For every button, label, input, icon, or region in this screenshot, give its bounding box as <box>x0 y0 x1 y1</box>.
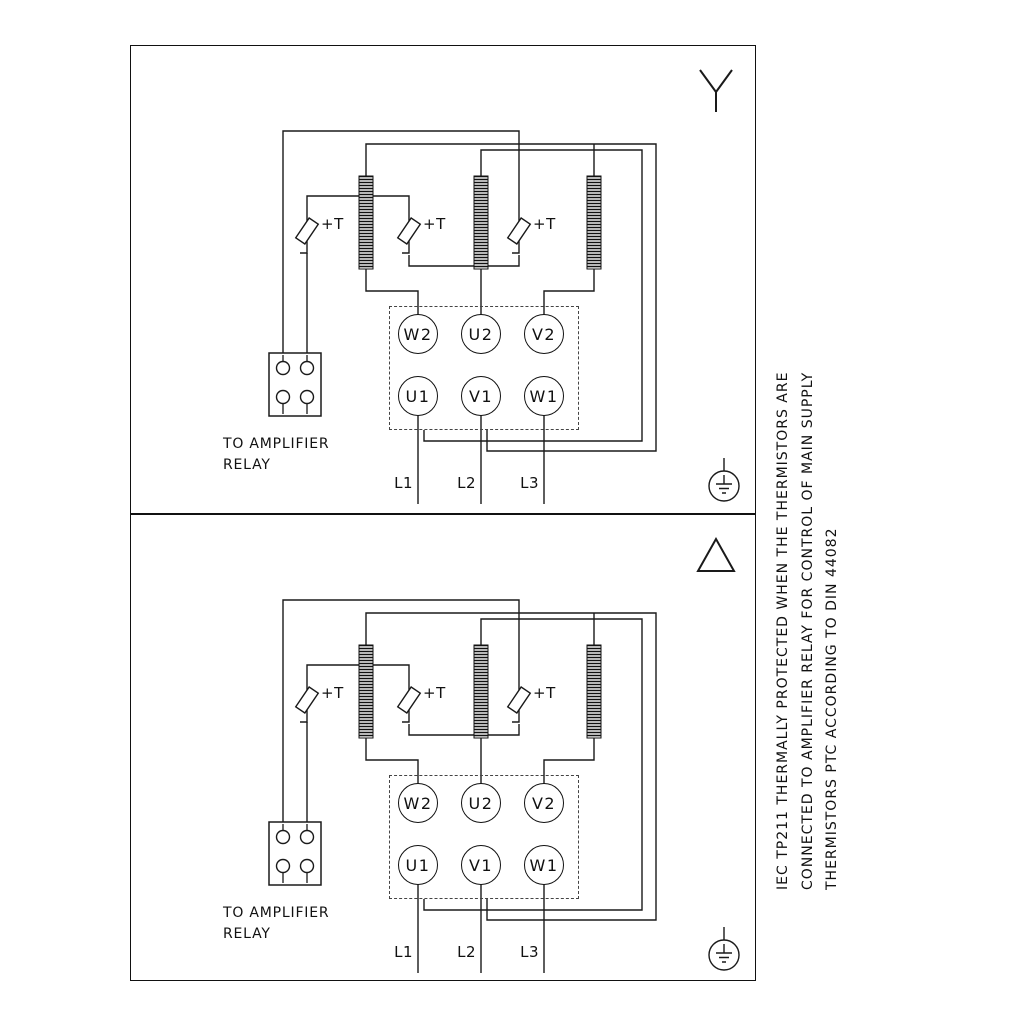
terminal-label: U1 <box>405 855 431 875</box>
terminal-label: U2 <box>468 793 494 813</box>
supply-label-l2: L2 <box>457 943 476 961</box>
terminal-label: W2 <box>403 793 433 813</box>
terminal-v2: V2 <box>524 314 564 354</box>
terminal-v1: V1 <box>461 376 501 416</box>
terminal-label: U2 <box>468 324 494 344</box>
terminal-w1: W1 <box>524 845 564 885</box>
supply-label-l3: L3 <box>520 943 539 961</box>
thermistor-label: +T <box>423 215 446 233</box>
terminal-u2: U2 <box>461 314 501 354</box>
star-connection-icon <box>699 69 733 112</box>
terminal-label: W2 <box>403 324 433 344</box>
amplifier-relay-box <box>268 352 322 417</box>
terminal-label: V2 <box>531 324 557 344</box>
side-note: IEC TP211 THERMALLY PROTECTED WHEN THE T… <box>771 370 845 890</box>
terminal-label: U1 <box>405 386 431 406</box>
thermistor-label: +T <box>533 684 556 702</box>
delta-connection-icon <box>696 536 736 572</box>
terminal-label: W1 <box>529 386 559 406</box>
terminal-w2: W2 <box>398 783 438 823</box>
terminal-u2: U2 <box>461 783 501 823</box>
thermistor-symbols <box>294 207 532 254</box>
relay-note-line: TO AMPLIFIER <box>223 436 330 452</box>
relay-note-line: TO AMPLIFIER <box>223 905 330 921</box>
thermistor-label: +T <box>423 684 446 702</box>
terminal-label: V1 <box>468 855 494 875</box>
motor-windings <box>358 175 602 270</box>
panel-star-connection: W2 U2 V2 U1 V1 W1 +T +T +T TO AMPLIFIER … <box>131 46 754 513</box>
amplifier-relay-box <box>268 821 322 886</box>
drawing-frame: W2 U2 V2 U1 V1 W1 +T +T +T TO AMPLIFIER … <box>130 45 756 981</box>
supply-label-l2: L2 <box>457 474 476 492</box>
panel-divider <box>130 513 755 515</box>
terminal-w2: W2 <box>398 314 438 354</box>
side-note-line: CONNECTED TO AMPLIFIER RELAY FOR CONTROL… <box>799 371 816 890</box>
terminal-label: V2 <box>531 793 557 813</box>
terminal-u1: U1 <box>398 376 438 416</box>
relay-note-line: RELAY <box>223 926 271 942</box>
thermistor-symbols <box>294 676 532 723</box>
side-note-line: THERMISTORS PTC ACCORDING TO DIN 44082 <box>824 527 840 890</box>
panel-delta-connection: W2 U2 V2 U1 V1 W1 +T +T +T TO AMPLIFIER … <box>131 515 754 982</box>
thermistor-label: +T <box>321 215 344 233</box>
terminal-board <box>389 775 579 899</box>
motor-windings <box>358 644 602 739</box>
earth-ground-icon <box>708 458 740 502</box>
thermistor-label: +T <box>533 215 556 233</box>
relay-note-line: RELAY <box>223 457 271 473</box>
supply-label-l1: L1 <box>394 943 413 961</box>
terminal-v1: V1 <box>461 845 501 885</box>
supply-label-l3: L3 <box>520 474 539 492</box>
terminal-w1: W1 <box>524 376 564 416</box>
terminal-label: V1 <box>468 386 494 406</box>
thermistor-label: +T <box>321 684 344 702</box>
supply-label-l1: L1 <box>394 474 413 492</box>
terminal-v2: V2 <box>524 783 564 823</box>
amplifier-relay-note: TO AMPLIFIER RELAY <box>223 903 329 945</box>
wiring-diagram-delta <box>268 536 740 973</box>
amplifier-relay-note: TO AMPLIFIER RELAY <box>223 434 329 476</box>
terminal-u1: U1 <box>398 845 438 885</box>
earth-ground-icon <box>708 927 740 971</box>
terminal-label: W1 <box>529 855 559 875</box>
side-note-line: IEC TP211 THERMALLY PROTECTED WHEN THE T… <box>775 371 791 890</box>
terminal-board <box>389 306 579 430</box>
